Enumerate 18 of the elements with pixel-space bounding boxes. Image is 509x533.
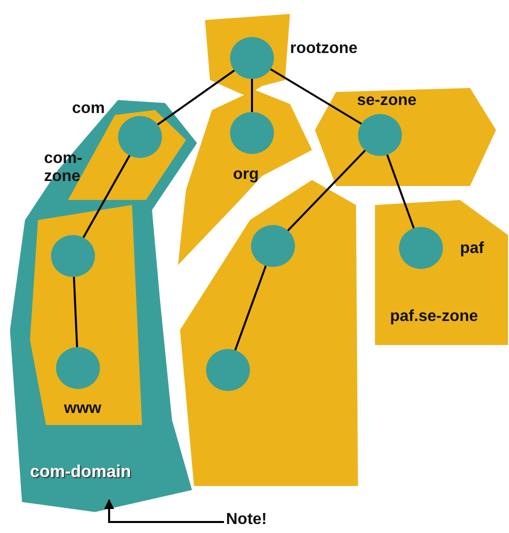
node-label: rootzone [290, 40, 358, 58]
node-label: se-zone [357, 92, 417, 110]
node-label: com [72, 100, 105, 118]
note-text: Note! [226, 511, 267, 530]
node-label: org [233, 166, 259, 184]
zone-label: com-domain [30, 462, 132, 482]
node-label: www [64, 400, 102, 418]
connector-line [234, 266, 267, 350]
note-arrow [104, 499, 224, 523]
connector-line [82, 155, 130, 238]
connector-line [251, 79, 253, 112]
connector-line [287, 150, 366, 232]
zone-label: paf.se-zone [390, 308, 478, 326]
connector-line [72, 276, 78, 348]
connector-line [270, 68, 362, 125]
connector-line [386, 154, 415, 228]
connector-line [157, 70, 235, 126]
node-label: paf [460, 240, 484, 258]
